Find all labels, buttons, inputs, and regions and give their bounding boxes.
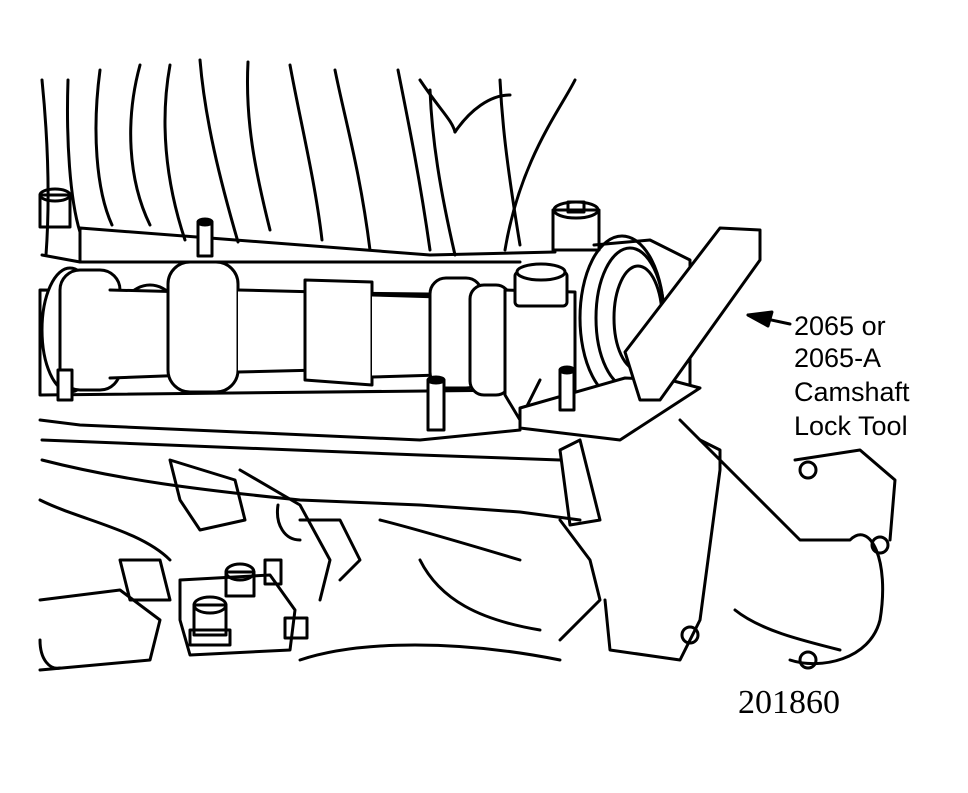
timing-cover: [603, 418, 897, 670]
tool-callout-line-2: 2065-A: [794, 343, 882, 373]
bearing-cap: [503, 262, 577, 422]
callout-arrow: [746, 310, 792, 328]
intake-runners: [40, 58, 577, 257]
camshaft-lock-tool: [518, 226, 762, 527]
tool-callout-line-3: Camshaft: [794, 377, 910, 407]
camshaft: [38, 260, 522, 397]
head-bolt-left: [38, 187, 72, 229]
head-bolt-right: [551, 200, 601, 252]
lower-engine-components: [38, 458, 602, 672]
figure-number: 201860: [738, 684, 840, 721]
tool-callout-line-4: Lock Tool: [794, 411, 908, 441]
tool-callout-line-1: 2065 or: [794, 311, 886, 341]
cylinder-head-edge: [78, 226, 557, 264]
